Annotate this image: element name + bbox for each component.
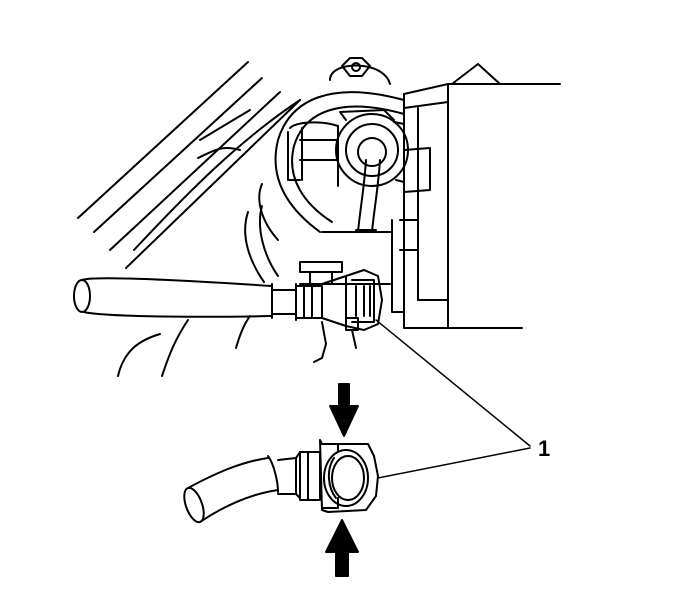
fuel-line-hose [73,277,323,321]
callout-label-1: 1 [538,436,550,461]
quick-connector-installed [321,269,383,331]
bolt-head [329,57,391,85]
arrow-up-icon [325,519,359,577]
frame-structure-lines [77,61,301,269]
callout-leader-lines [375,319,531,479]
loop-hose [244,91,405,283]
lower-detail-lines [117,315,357,377]
arrow-down-icon [329,383,359,437]
valve-assembly [287,109,431,193]
vacuum-hose [355,159,381,233]
quick-connector-detail [183,439,379,524]
component-housing [391,63,561,329]
